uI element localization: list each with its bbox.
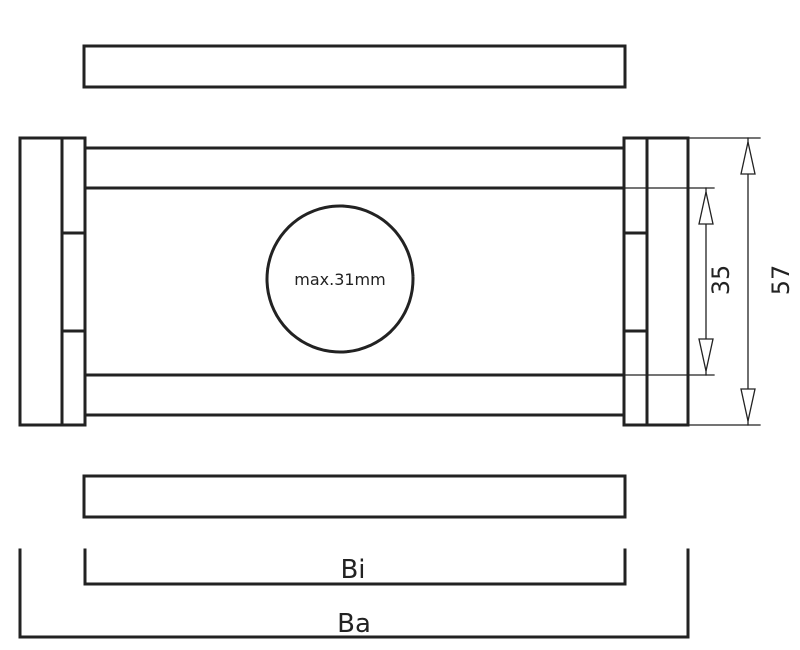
inner-width-label: Bi: [340, 555, 365, 585]
max-diameter-label: max.31mm: [294, 270, 385, 289]
right-side-plate: [622, 136, 690, 427]
outer-width-label: Ba: [337, 609, 371, 639]
bottom-cover-strip: [82, 474, 627, 519]
top-cover-strip: [82, 44, 627, 89]
outer-height-dimension: [687, 137, 761, 426]
lower-crossbar: [83, 373, 626, 417]
inner-height-dimension: [623, 187, 715, 376]
upper-crossbar: [83, 146, 626, 190]
inner-height-label: 35: [707, 265, 735, 296]
inner-width-dimension: [83, 548, 627, 586]
left-side-plate: [18, 136, 87, 427]
outer-height-label: 57: [767, 265, 795, 296]
outer-width-dimension: [18, 548, 690, 639]
max-cable-diameter-circle: [265, 204, 415, 354]
